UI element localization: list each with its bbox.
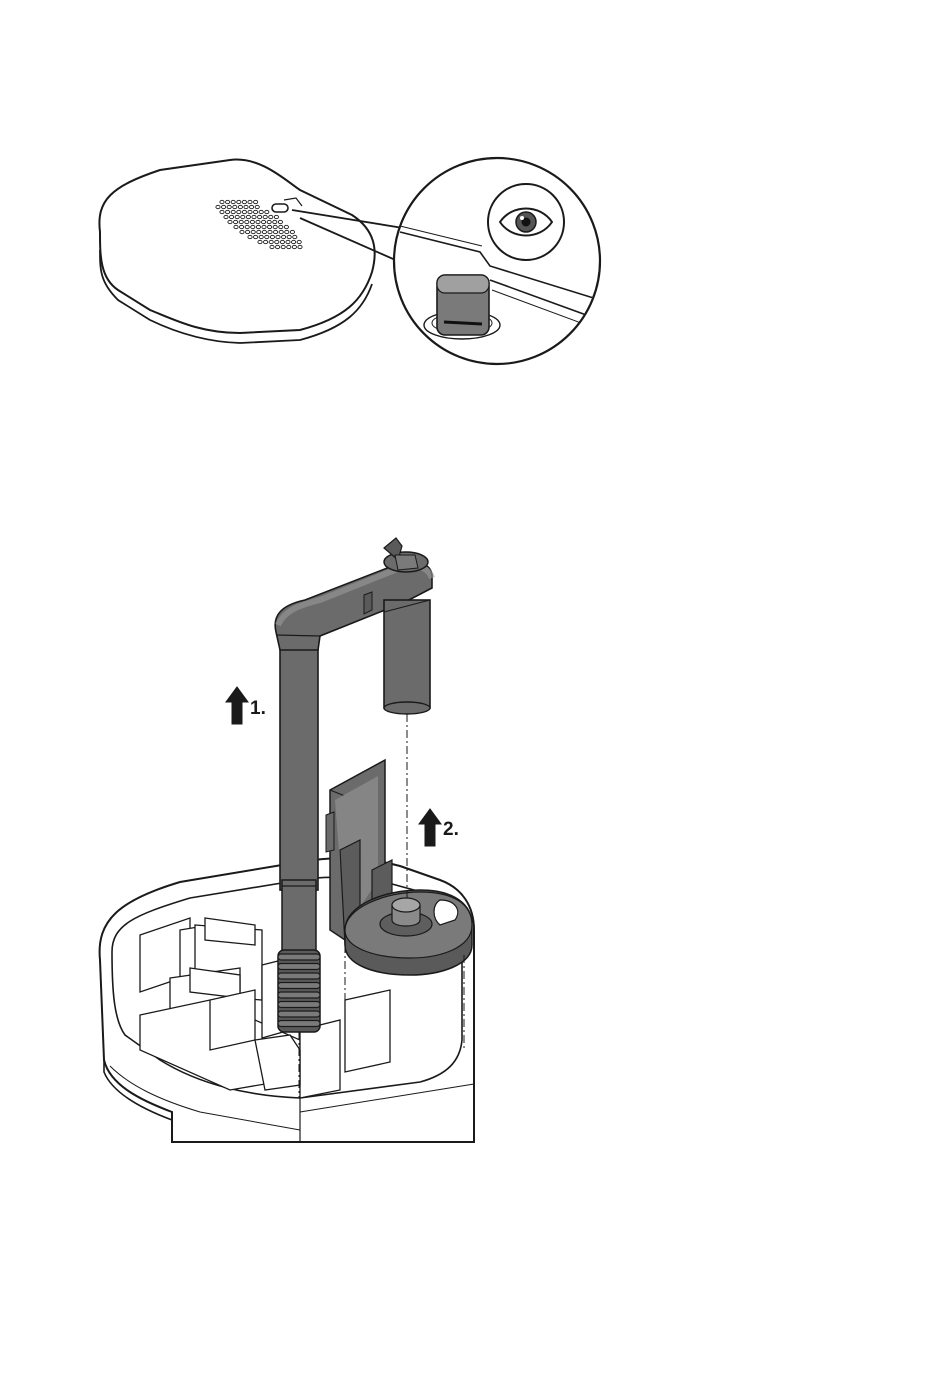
lid-slot <box>272 204 288 212</box>
step-1-label: 1. <box>250 699 266 718</box>
step-2-arrow <box>419 809 441 846</box>
lid-figure <box>99 158 600 364</box>
lid <box>99 160 374 333</box>
tube-rib <box>278 1002 320 1008</box>
tank-figure <box>100 538 474 1142</box>
tube-rib <box>278 964 320 970</box>
tube-rib <box>278 973 320 979</box>
step-1-arrow <box>226 687 248 724</box>
tube-rib <box>278 954 320 960</box>
tube-rib <box>278 983 320 989</box>
detail-magnifier <box>394 158 600 364</box>
tube-rib <box>278 1011 320 1017</box>
tube-ribbed-end <box>278 950 320 1032</box>
tube-rib <box>278 992 320 998</box>
eye-icon <box>488 184 564 260</box>
tube-rib <box>278 1021 320 1027</box>
step-2-label: 2. <box>443 820 459 839</box>
